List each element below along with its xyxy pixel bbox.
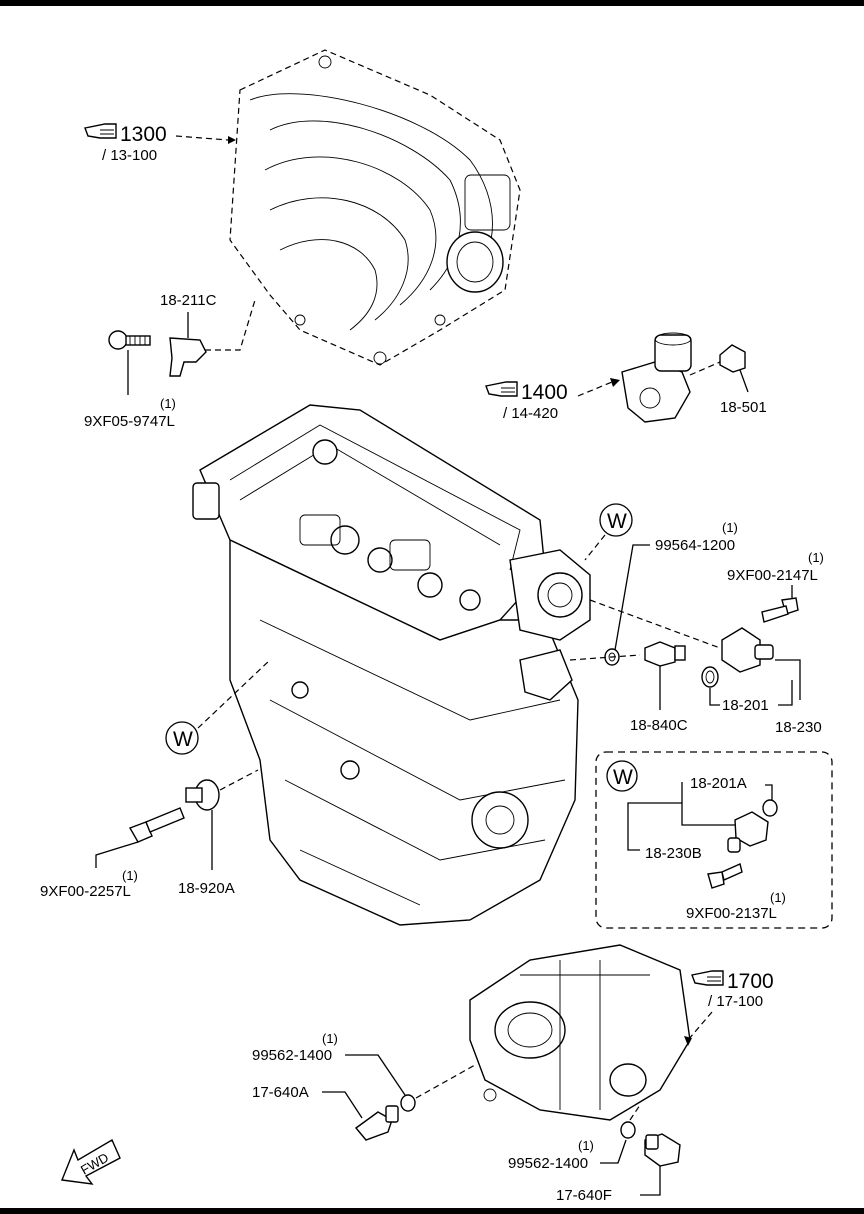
label-18-840C: 18-840C (630, 717, 688, 734)
label-99562-1400-b: 99562-1400 (508, 1155, 588, 1172)
ref-1400-sub: / 14-420 (503, 405, 558, 422)
pointing-hand-icon (84, 123, 117, 139)
top-border (0, 0, 864, 6)
label-18-920A: 18-920A (178, 880, 235, 897)
ref-1700-number: 1700 (727, 970, 774, 993)
transaxle-drawing (469, 944, 691, 1121)
marker-w-right: W (584, 503, 633, 561)
ref-1300: 1300 / 13-100 (84, 123, 236, 164)
label-9XF05-9747L: 9XF05-9747L (84, 413, 175, 430)
label-18-230: 18-230 (775, 719, 822, 736)
part-9XF00-2147L: (1) 9XF00-2147L (727, 550, 824, 623)
marker-w-left: W (165, 659, 271, 755)
detail-box-w: W 18-201A 18-230B (1) 9XF00-2137L (595, 751, 833, 929)
part-18-840C: 18-840C (569, 641, 688, 734)
label-99564-1200: 99564-1200 (655, 537, 735, 554)
label-9XF00-2257L: 9XF00-2257L (40, 883, 131, 900)
ref-1700-sub: / 17-100 (708, 993, 763, 1010)
part-99562-1400-b: (1) 99562-1400 (508, 1104, 641, 1172)
ocv-assembly-drawing (621, 332, 721, 423)
part-99564-1200: (1) 99564-1200 (604, 520, 738, 666)
label-17-640A: 17-640A (252, 1084, 309, 1101)
qty-9XF00-2147L: (1) (808, 550, 824, 565)
intake-manifold-drawing (229, 49, 521, 366)
part-18-501: 18-501 (719, 344, 767, 416)
part-99562-1400-a: (1) 99562-1400 (252, 1031, 476, 1112)
part-9XF05-9747L: (1) 9XF05-9747L (84, 330, 176, 430)
label-17-640F: 17-640F (556, 1187, 612, 1204)
engine-drawing (192, 404, 591, 926)
ref-1300-sub: / 13-100 (102, 147, 157, 164)
svg-text:W: W (173, 728, 193, 751)
qty-9XF00-2257L: (1) (122, 868, 138, 883)
qty-99562-1400-b: (1) (578, 1138, 594, 1153)
part-18-230: 18-230 (589, 599, 822, 736)
ref-1400-number: 1400 (521, 381, 568, 404)
ref-1300-number: 1300 (120, 123, 167, 146)
label-99562-1400-a: 99562-1400 (252, 1047, 332, 1064)
part-18-201: 18-201 (701, 666, 793, 714)
qty-99562-1400-a: (1) (322, 1031, 338, 1046)
qty-9XF00-2137L: (1) (770, 890, 786, 905)
ref-1400: 1400 / 14-420 (485, 378, 620, 422)
fwd-arrow-icon: FWD (61, 1138, 121, 1185)
part-9XF00-2257L: (1) 9XF00-2257L (40, 807, 185, 900)
qty-99564-1200: (1) (722, 520, 738, 535)
label-18-201: 18-201 (722, 697, 769, 714)
label-18-230B: 18-230B (645, 845, 702, 862)
pointing-hand-icon (691, 970, 724, 986)
qty-9XF05-9747L: (1) (160, 396, 176, 411)
label-9XF00-2147L: 9XF00-2147L (727, 567, 818, 584)
label-9XF00-2137L: 9XF00-2137L (686, 905, 777, 922)
part-17-640F: 17-640F (556, 1133, 681, 1204)
bottom-border (0, 1208, 864, 1214)
part-17-640A: 17-640A (252, 1084, 399, 1141)
part-18-211C: 18-211C (160, 292, 256, 377)
label-18-211C: 18-211C (160, 292, 217, 309)
part-18-920A: 18-920A (178, 769, 259, 897)
svg-text:W: W (607, 510, 627, 533)
svg-text:W: W (613, 766, 633, 789)
pointing-hand-icon (485, 381, 518, 397)
ref-1700: 1700 / 17-100 (684, 970, 774, 1046)
label-18-501: 18-501 (720, 399, 767, 416)
label-18-201A: 18-201A (690, 775, 747, 792)
